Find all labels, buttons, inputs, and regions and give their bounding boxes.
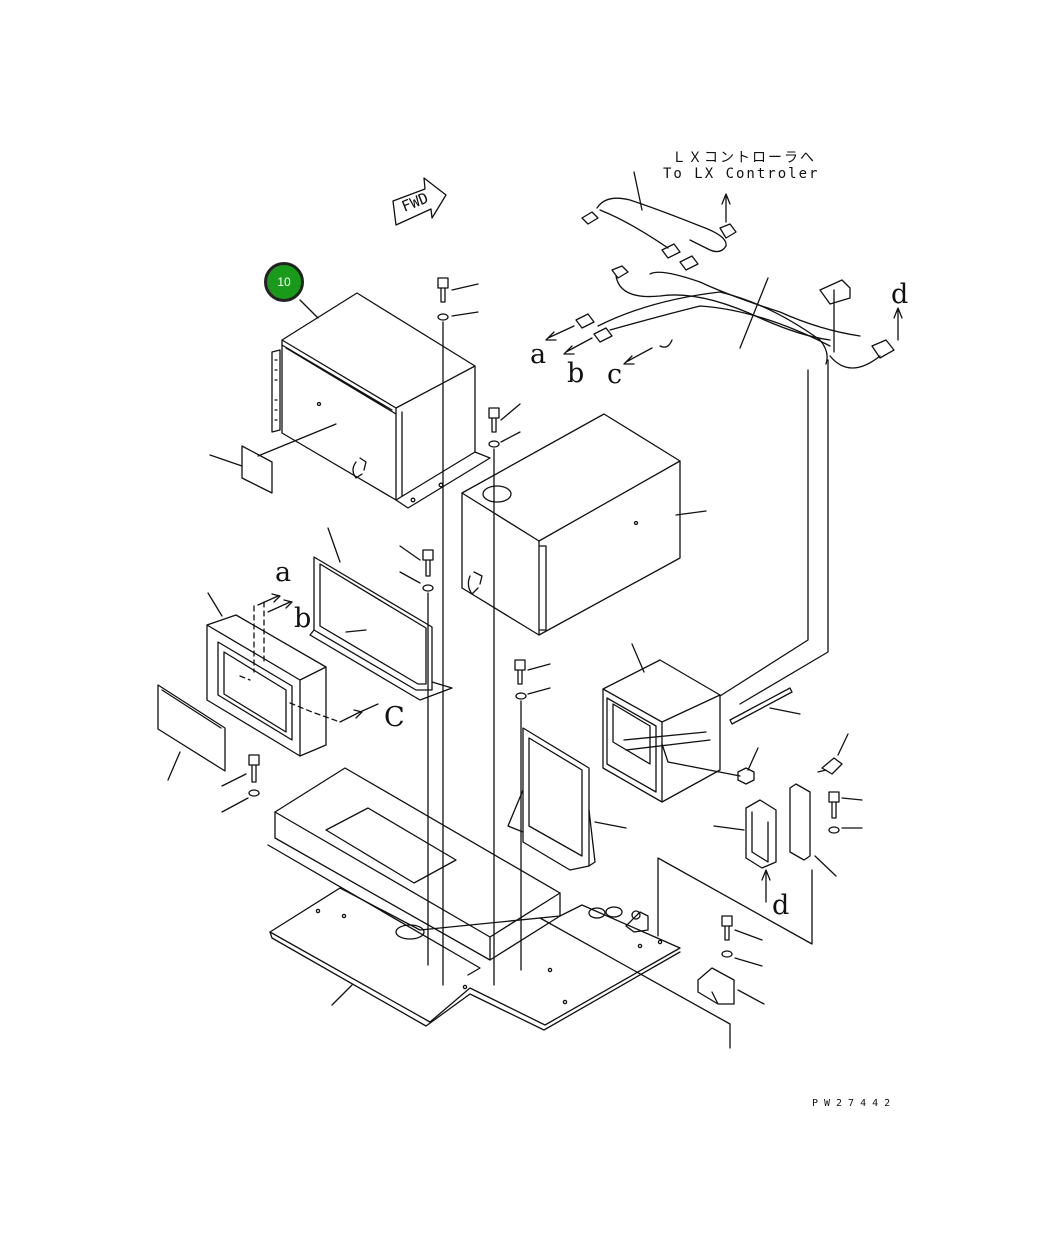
controller-box-upper [271,292,491,509]
label-panel-b: b [294,603,312,634]
label-connector-b: b [567,358,585,389]
bolt-6 [828,791,863,834]
c-arrow [623,347,653,365]
connector-b-arrow [267,599,293,613]
d-arrow-lower [761,869,771,903]
fwd-arrow-icon [392,177,447,226]
controller-lx [602,643,741,803]
label-panel-a: a [275,557,292,588]
bolt-5 [514,659,551,971]
label-lower-d: d [772,890,790,921]
to-controller-label-jp: ＬＸコントローラへ [672,150,816,166]
bolt-2 [488,403,521,986]
monitor-unit [206,592,341,757]
label-panel-c: C [384,702,405,733]
plug [817,757,843,775]
label-connector-c: c [607,359,623,390]
side-plate [789,783,811,861]
figure-number: PW27442 [812,1098,897,1109]
screen-film [157,684,226,772]
socket [745,799,777,869]
label-connector-d: d [891,279,909,310]
d-arrow-upper [893,307,903,341]
b-arrow [563,337,593,355]
relay [697,967,735,1005]
label-plate [241,445,273,494]
bolt-3 [399,545,434,966]
bolt-4 [221,754,260,813]
bolt-7 [721,915,763,967]
label-connector-a: a [530,339,547,370]
monitor-bracket [309,527,453,701]
connector-a-arrow [257,593,281,606]
a-arrow [545,325,575,341]
to-controller-arrow [721,193,731,223]
to-controller-label-en: To LX Controler [663,166,820,182]
callout-badge-10[interactable]: 10 [264,262,304,302]
antenna [729,687,793,725]
controller-box-lower [461,413,707,636]
wire-harness [575,171,895,705]
display-bracket [507,727,627,871]
mounting-tray [267,767,561,976]
nut [737,767,755,785]
bolt-1 [437,277,479,986]
connector-c-arrow [339,703,379,723]
floor-plate [269,887,681,1031]
